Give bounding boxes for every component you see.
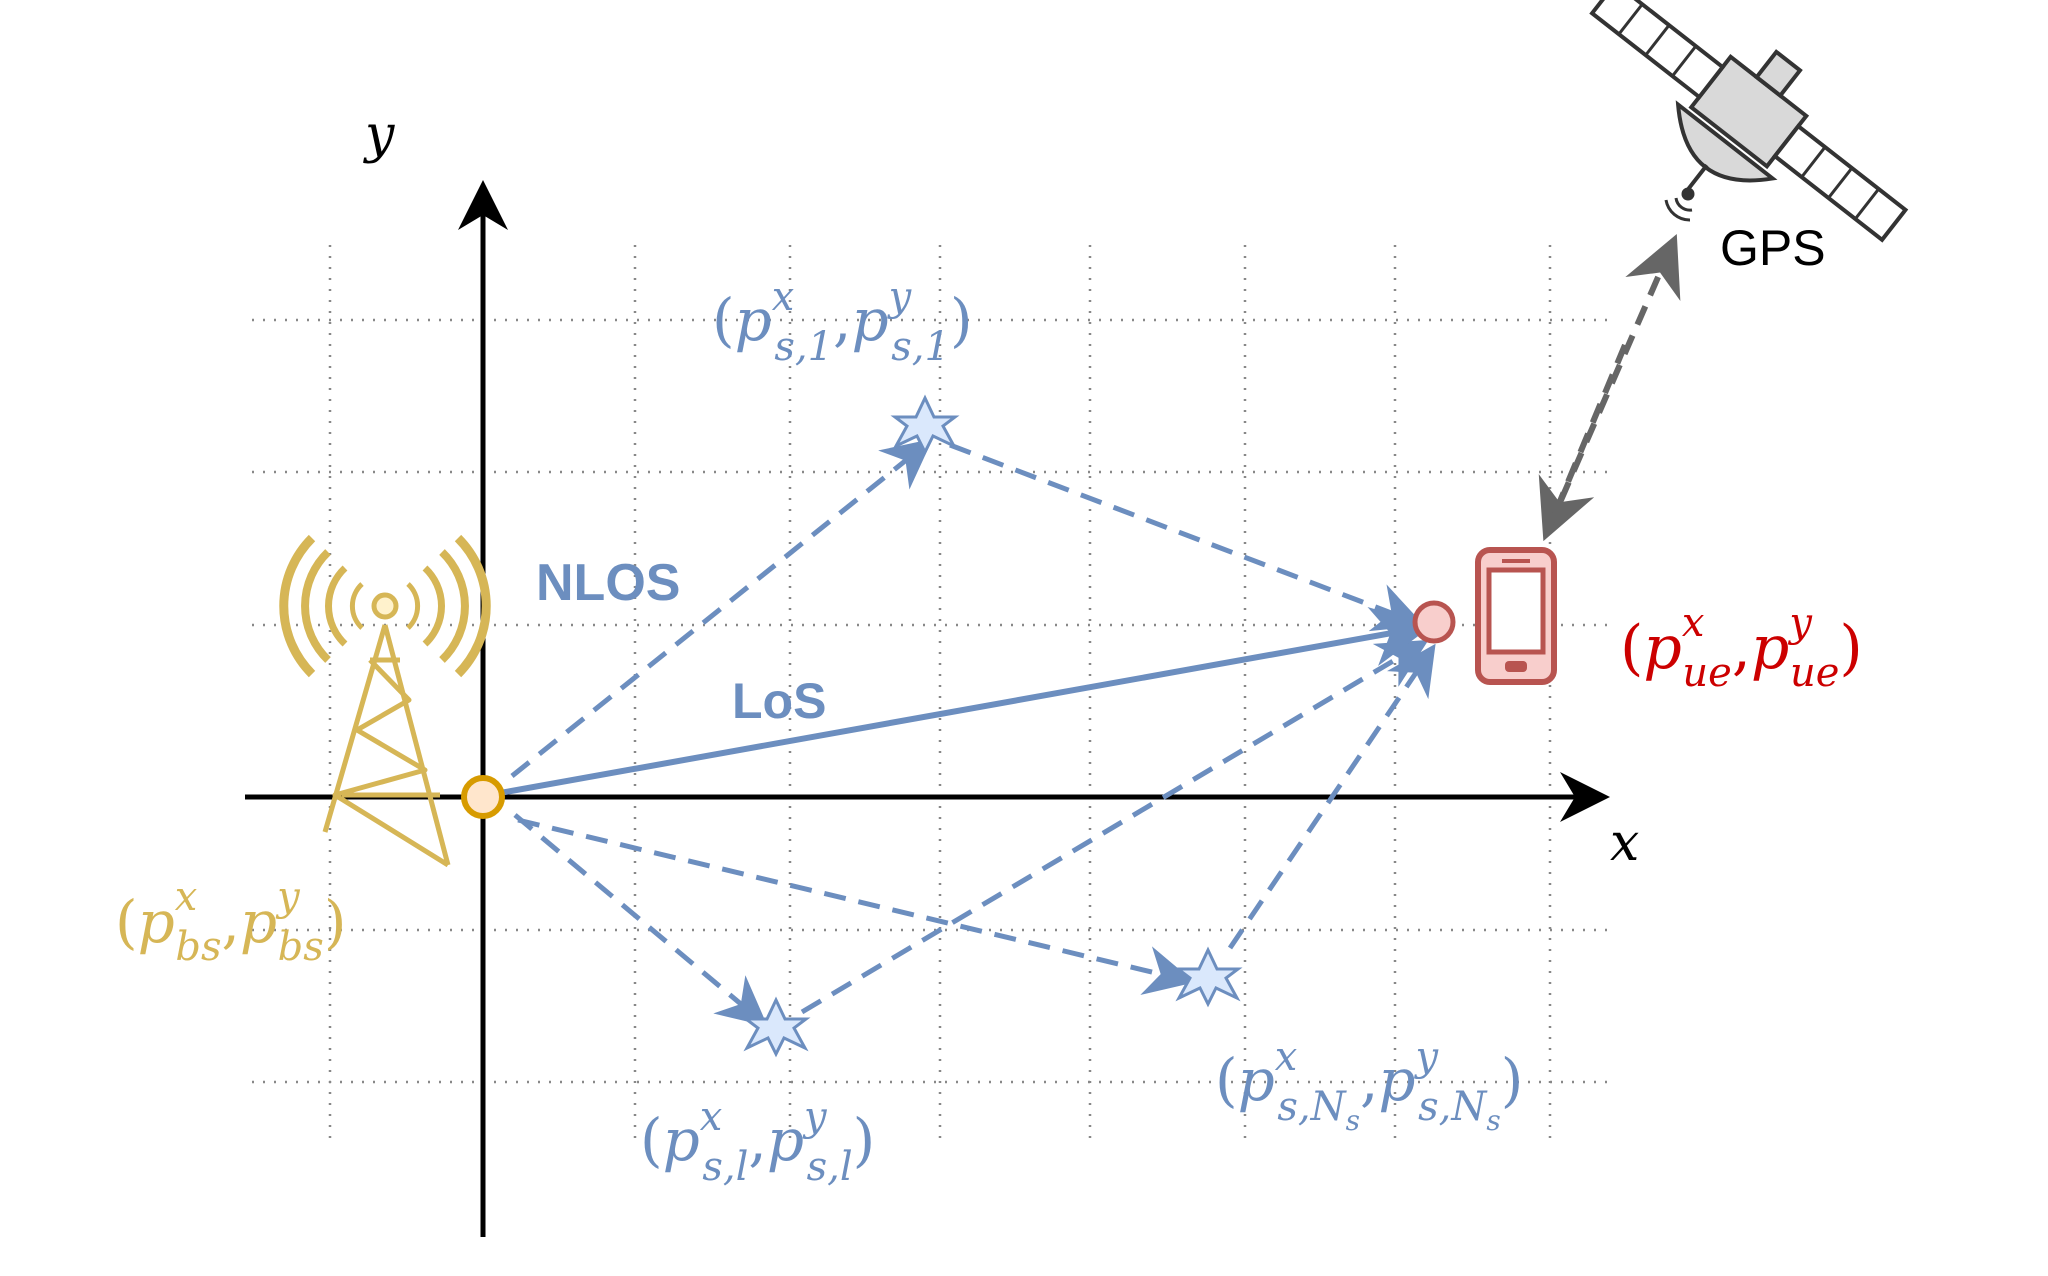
scatterer-s1 (890, 394, 960, 456)
y-axis-label: y (363, 105, 395, 165)
ue-node (1412, 600, 1456, 644)
los-label: LoS (732, 673, 826, 729)
star-icon (890, 394, 960, 456)
grid (252, 245, 1612, 1145)
nlos-bs-to-sl (513, 813, 768, 1027)
satellite-signal-icon (1664, 187, 1695, 222)
nlos-sl-to-ue (800, 639, 1429, 1015)
star-icon (1173, 946, 1243, 1008)
nlos-sn-to-ue (1227, 643, 1436, 950)
nlos-label: NLOS (536, 554, 680, 612)
nlos-paths (510, 438, 1436, 1027)
star-icon (741, 996, 811, 1058)
nlos-bs-to-s1 (510, 438, 933, 778)
gps-link (1538, 233, 1681, 542)
gps-label: GPS (1720, 220, 1826, 276)
nlos-s1-to-ue (949, 442, 1425, 632)
scatterer-sl (741, 996, 811, 1058)
nlos-bs-to-sn (517, 817, 1195, 995)
satellite-icon (1589, 0, 1909, 243)
radio-tower-icon (279, 534, 491, 868)
bs-node (461, 775, 505, 819)
x-axis-label: x (1610, 813, 1639, 873)
scatterer-sn (1173, 946, 1243, 1008)
smartphone-icon (1475, 547, 1557, 685)
los-path (499, 606, 1432, 796)
